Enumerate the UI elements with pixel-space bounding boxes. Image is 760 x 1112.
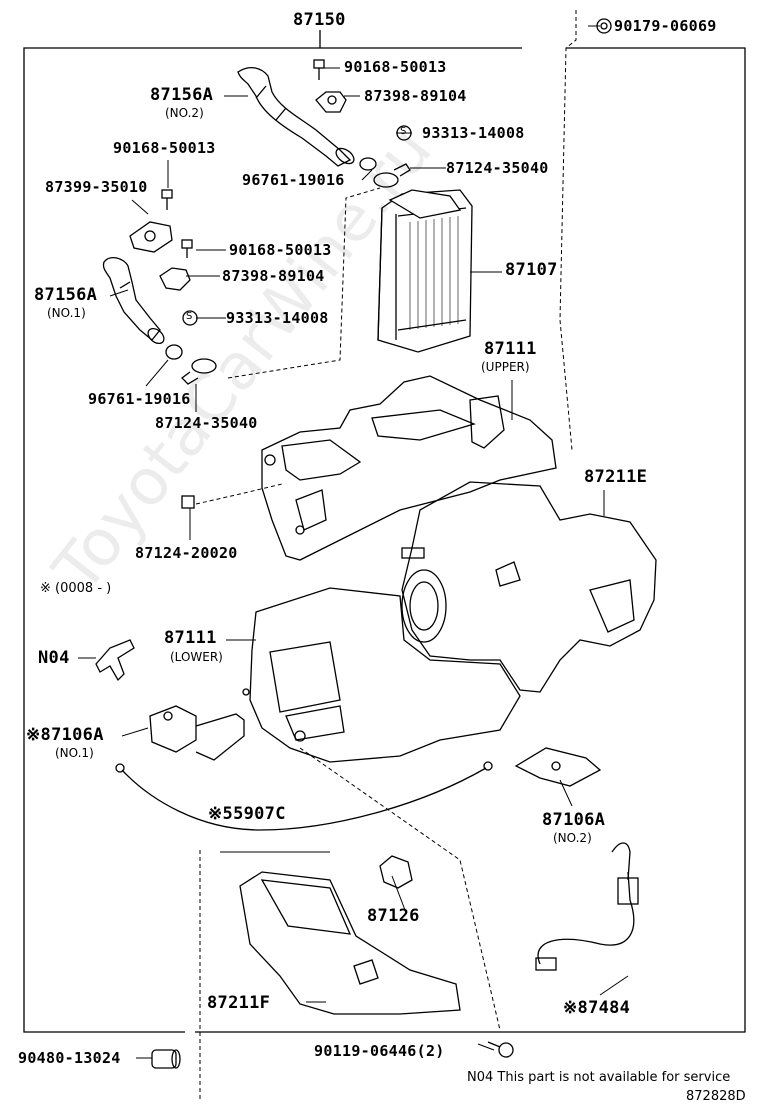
heater-core-87107	[377, 189, 473, 353]
screw-90119	[487, 1041, 514, 1058]
label-93313-14008-a: 93313-14008	[422, 124, 525, 142]
leader-lines	[78, 25, 629, 1059]
bolt-90168-c	[181, 239, 193, 258]
clamp-87399	[129, 221, 173, 253]
label-55907C: ※55907C	[208, 804, 286, 824]
label-87126: 87126	[367, 906, 420, 926]
label-90168-50013-a: 90168-50013	[344, 58, 447, 76]
duct-87211E	[401, 481, 657, 693]
label-87124-35040-b: 87124-35040	[155, 414, 258, 432]
clamp-87398-b	[159, 267, 191, 291]
label-87111-upper-sub: (UPPER)	[481, 360, 530, 374]
diagram-id: 872828D	[686, 1089, 746, 1104]
label-87111-lower: 87111	[164, 628, 217, 648]
label-90179-06069: 90179-06069	[614, 17, 717, 35]
o-ring-96761-b	[165, 344, 183, 360]
servo-87106A-no1	[149, 705, 245, 761]
footnote: N04 This part is not available for servi…	[467, 1070, 731, 1085]
label-87111-lower-sub: (LOWER)	[170, 650, 223, 664]
label-96761-19016-b: 96761-19016	[88, 390, 191, 408]
part-87126	[379, 855, 413, 889]
label-87150: 87150	[293, 10, 346, 30]
label-93313-14008-b: 93313-14008	[226, 309, 329, 327]
label-87124-35040-a: 87124-35040	[446, 159, 549, 177]
o-ring-96761-a	[359, 157, 377, 171]
label-90168-50013-c: 90168-50013	[229, 241, 332, 259]
label-87156A-no1-sub: (NO.1)	[47, 306, 86, 320]
label-96761-19016-a: 96761-19016	[242, 171, 345, 189]
clamp-87398-a	[315, 91, 347, 113]
servo-87106A-no2	[514, 747, 602, 787]
grommet-90480	[151, 1049, 181, 1069]
upper-case-87111	[261, 375, 557, 561]
label-87398-89104-a: 87398-89104	[364, 87, 467, 105]
s-symbol-b: S	[186, 311, 193, 322]
label-n04: N04	[38, 648, 70, 668]
dashed-guides	[195, 10, 577, 1100]
label-87211E: 87211E	[584, 467, 648, 487]
label-87484: ※87484	[563, 998, 631, 1018]
label-87398-89104-b: 87398-89104	[222, 267, 325, 285]
label-87399-35010: 87399-35010	[45, 178, 148, 196]
label-87106A-no2: 87106A	[542, 810, 606, 830]
label-87156A-no2-sub: (NO.2)	[165, 106, 204, 120]
label-87106A-no2-sub: (NO.2)	[553, 831, 592, 845]
label-87156A-no1: 87156A	[34, 285, 98, 305]
bolt-90168-b	[161, 189, 173, 210]
diagram-frame	[23, 30, 746, 1033]
s-marker-b	[182, 310, 198, 326]
hose-no2	[237, 66, 355, 167]
label-87124-20020: 87124-20020	[135, 544, 238, 562]
label-90480-13024: 90480-13024	[18, 1049, 121, 1067]
band-87124-a	[373, 163, 411, 188]
s-marker-a	[396, 125, 412, 141]
nut-90179	[596, 18, 612, 34]
label-87107: 87107	[505, 260, 558, 280]
label-87111-upper: 87111	[484, 339, 537, 359]
duct-87211F	[239, 871, 461, 1015]
lower-case-87111	[242, 587, 521, 763]
part-n04	[95, 639, 135, 682]
cable-55907C	[115, 761, 493, 831]
label-87211F: 87211F	[207, 993, 271, 1013]
clip-87124-20020	[181, 495, 195, 509]
date-note: ※ (0008 - )	[40, 581, 112, 596]
label-87106A-no1-sub: (NO.1)	[55, 746, 94, 760]
hose-no1	[102, 256, 165, 345]
label-90168-50013-b: 90168-50013	[113, 139, 216, 157]
bolt-90168-a	[313, 59, 325, 80]
label-87106A-no1: ※87106A	[26, 725, 104, 745]
s-symbol-a: S	[400, 126, 407, 137]
harness-87484	[535, 842, 639, 971]
label-87156A-no2: 87156A	[150, 85, 214, 105]
label-90119-06446: 90119-06446(2)	[314, 1042, 445, 1060]
band-87124-b	[181, 358, 217, 385]
